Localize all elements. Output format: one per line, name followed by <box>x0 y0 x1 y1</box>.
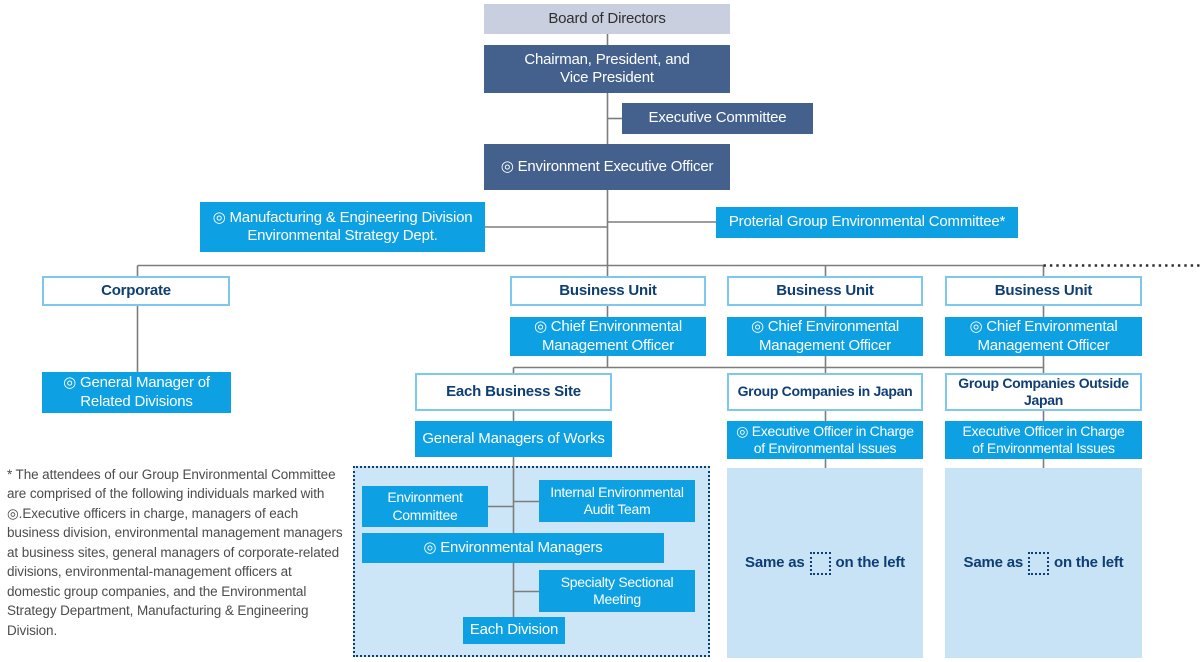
dotted-box-icon <box>809 551 831 575</box>
node-same-as-left-outside: Same as on the left <box>945 468 1142 658</box>
same-as-prefix: Same as <box>745 553 805 571</box>
node-manufacturing-engineering-division: ◎ Manufacturing & Engineering Division E… <box>200 202 485 252</box>
node-executive-officer-env-issues-japan: ◎ Executive Officer in Charge of Environ… <box>727 421 923 459</box>
node-general-managers-of-works: General Managers of Works <box>415 421 612 457</box>
same-as-suffix: on the left <box>1054 553 1124 571</box>
same-as-suffix: on the left <box>835 553 906 571</box>
node-business-unit-3: Business Unit <box>945 276 1142 306</box>
node-each-business-site: Each Business Site <box>415 373 612 411</box>
node-chief-environmental-management-officer-2: ◎ Chief Environmental Management Officer <box>727 317 923 356</box>
footnote-text: * The attendees of our Group Environment… <box>7 467 343 638</box>
dotted-box-icon <box>1028 551 1049 575</box>
node-general-manager-related-divisions: ◎ General Manager of Related Divisions <box>42 372 231 413</box>
node-each-division: Each Division <box>463 617 565 644</box>
node-corporate: Corporate <box>42 276 230 306</box>
node-executive-committee: Executive Committee <box>622 103 813 134</box>
node-chief-environmental-management-officer-1: ◎ Chief Environmental Management Officer <box>510 317 706 356</box>
node-business-unit-2: Business Unit <box>727 276 923 306</box>
node-same-as-left-japan: Same as on the left <box>727 468 923 658</box>
node-environment-executive-officer: ◎ Environment Executive Officer <box>484 144 730 190</box>
node-business-unit-1: Business Unit <box>510 276 706 306</box>
node-executive-officer-env-issues-outside: Executive Officer in Charge of Environme… <box>945 421 1142 459</box>
node-group-companies-outside-japan: Group Companies Outside Japan <box>945 373 1142 411</box>
node-environment-committee: Environment Committee <box>362 486 488 527</box>
node-specialty-sectional-meeting: Specialty Sectional Meeting <box>539 570 695 612</box>
node-internal-environmental-audit-team: Internal Environmental Audit Team <box>539 480 695 522</box>
node-group-companies-in-japan: Group Companies in Japan <box>727 373 923 411</box>
node-chairman-president-vice-president: Chairman, President, and Vice President <box>484 45 730 93</box>
same-as-prefix: Same as <box>963 553 1024 571</box>
node-chief-environmental-management-officer-3: ◎ Chief Environmental Management Officer <box>945 317 1142 356</box>
node-board-of-directors: Board of Directors <box>484 4 730 34</box>
node-environmental-managers: ◎ Environmental Managers <box>362 533 664 563</box>
node-proterial-group-environmental-committee: Proterial Group Environmental Committee* <box>716 207 1018 238</box>
